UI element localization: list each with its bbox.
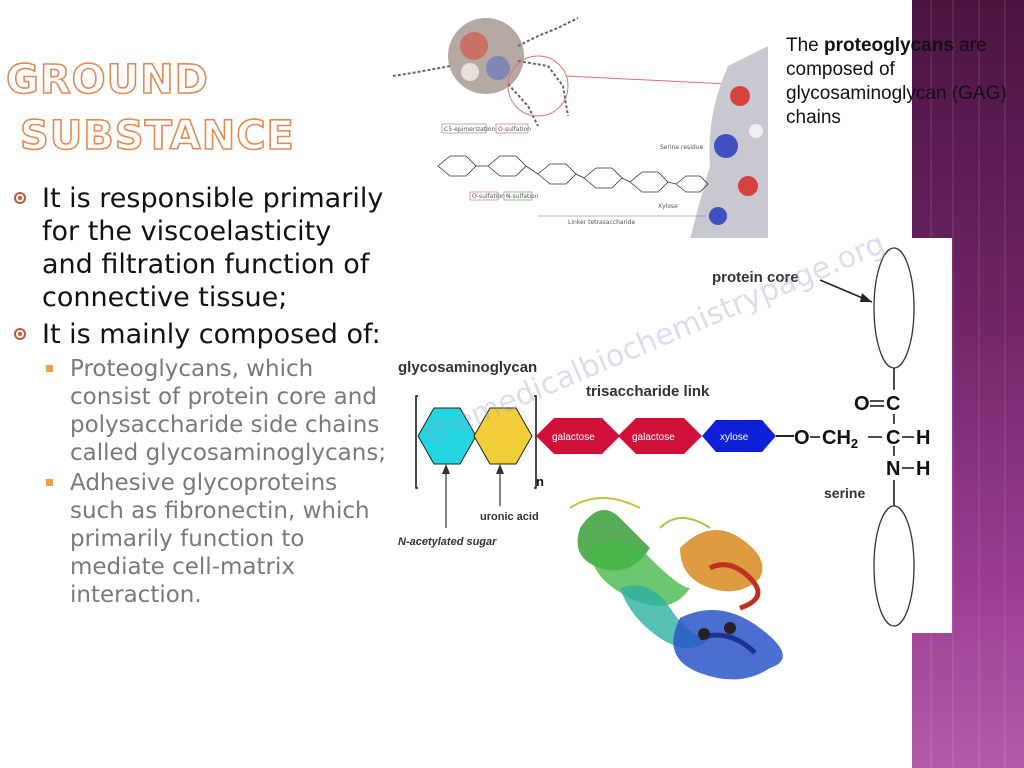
label-serine-residue: Serine residue bbox=[660, 144, 703, 151]
uronic-hex-yellow bbox=[473, 407, 533, 465]
label-trisaccharide-link: trisaccharide link bbox=[586, 383, 710, 400]
title-line-1: GROUND bbox=[5, 56, 209, 104]
atom-o-carbonyl: O bbox=[854, 393, 870, 415]
label-uronic-acid: uronic acid bbox=[480, 511, 539, 523]
label-galactose-2: galactose bbox=[632, 432, 675, 443]
sub-bullet-item: Proteoglycans, which consist of protein … bbox=[10, 355, 390, 467]
label-xylose: Xylose bbox=[658, 203, 678, 210]
protein-surface-image bbox=[688, 46, 768, 248]
atom-h-2: H bbox=[916, 458, 930, 480]
atom-n: N bbox=[886, 458, 900, 480]
bullet-square-icon bbox=[46, 479, 53, 486]
atom-c-alpha: C bbox=[886, 427, 900, 449]
sub-bullet-text: Proteoglycans, which consist of protein … bbox=[70, 356, 387, 466]
bullet-item: It is mainly composed of: bbox=[10, 318, 390, 351]
caption-text: The bbox=[786, 35, 825, 56]
caption-bold-text: proteoglycans bbox=[824, 35, 954, 56]
galactose-hex-2 bbox=[618, 418, 702, 454]
fibronectin-ribbon-image bbox=[569, 497, 783, 680]
bullet-circle-icon bbox=[14, 192, 26, 204]
galactose-hex-1 bbox=[536, 418, 620, 454]
bullet-square-icon bbox=[46, 365, 53, 372]
atom-ch2: CH2 bbox=[822, 427, 858, 451]
label-o-sulfation: O-sulfation bbox=[498, 126, 531, 133]
gag-chemical-structure: C5-epimerization O-sulfation Serine resi… bbox=[437, 123, 709, 226]
bullet-text: It is responsible primarily for the visc… bbox=[42, 183, 384, 313]
label-n: n bbox=[536, 474, 544, 489]
atom-h-1: H bbox=[916, 427, 930, 449]
label-n-sulfation: N-sulfation bbox=[506, 193, 539, 200]
label-galactose-1: galactose bbox=[552, 432, 595, 443]
label-protein-core: protein core bbox=[712, 269, 799, 286]
bullet-text: It is mainly composed of: bbox=[42, 319, 381, 350]
label-n-acetylated-sugar: N-acetylated sugar bbox=[398, 536, 497, 548]
title-line-2: SUBSTANCE bbox=[19, 112, 295, 160]
proteoglycan-caption: The proteoglycans are composed of glycos… bbox=[786, 34, 1024, 130]
sub-bullet-item: Adhesive glycoproteins such as fibronect… bbox=[10, 469, 390, 609]
label-c5-epimerization: C5-epimerization bbox=[444, 126, 496, 133]
caption-text: are composed of glycosaminoglycan (GAG) … bbox=[786, 35, 1007, 128]
gag-linkage-diagram: protein core glycosaminoglycan trisaccha… bbox=[396, 238, 952, 633]
label-glycosaminoglycan: glycosaminoglycan bbox=[398, 359, 537, 376]
protein-molecule-image bbox=[392, 17, 729, 127]
label-serine: serine bbox=[824, 485, 865, 501]
proteoglycan-structure-figure: C5-epimerization O-sulfation Serine resi… bbox=[392, 17, 768, 248]
label-xylose: xylose bbox=[720, 432, 749, 443]
atom-c-carbonyl: C bbox=[886, 393, 900, 415]
slide-title: GROUND SUBSTANCE bbox=[4, 52, 294, 164]
label-linker: Linker tetrasaccharide bbox=[568, 219, 636, 226]
bullet-list: It is responsible primarily for the visc… bbox=[10, 182, 390, 609]
xylose-hex bbox=[702, 420, 776, 452]
bullet-circle-icon bbox=[14, 328, 26, 340]
sub-bullet-text: Adhesive glycoproteins such as fibronect… bbox=[70, 470, 370, 608]
label-o-sulfation-2: O-sulfation bbox=[472, 193, 505, 200]
bullet-item: It is responsible primarily for the visc… bbox=[10, 182, 390, 314]
atom-o-ester: O bbox=[794, 427, 810, 449]
